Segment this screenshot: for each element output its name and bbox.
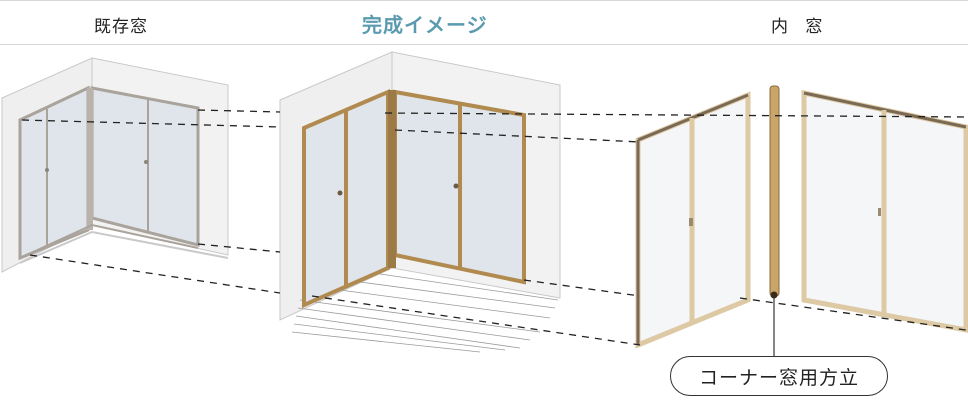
inner-window-illustration [635,85,968,356]
completed-window-illustration [279,51,561,353]
existing-window-illustration [1,57,229,273]
guide-lines [21,109,968,346]
illustration [1,51,968,356]
header-bar: 既存窓 完成イメージ 内 窓 [0,0,968,45]
label-existing-window: 既存窓 [94,17,148,37]
label-completed-image: 完成イメージ [362,13,488,37]
corner-mullion-callout: コーナー窓用方立 [670,356,888,396]
label-inner-window: 内 窓 [771,17,829,37]
